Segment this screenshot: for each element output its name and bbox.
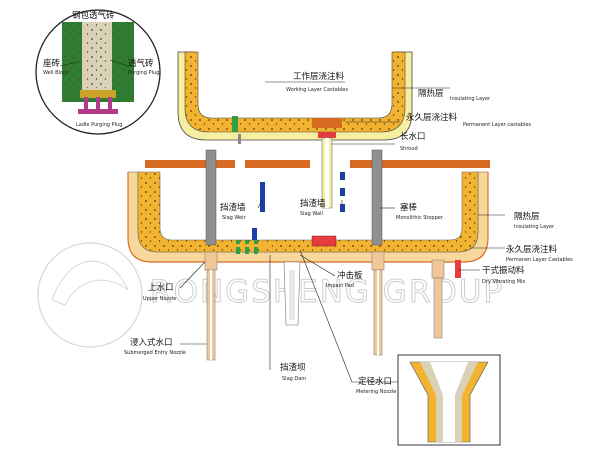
stopper-label: 塞棒 <box>400 202 418 213</box>
impact-pad-label: 冲击板 <box>337 270 363 281</box>
slag-weirs <box>252 172 345 240</box>
upper-nozzle <box>204 251 218 271</box>
stopper-left <box>205 149 217 246</box>
slag-weir-label: 挡渣墙 <box>220 202 246 213</box>
insulating-tundish-en: Insulating Layer <box>514 224 555 230</box>
upper-nozzle-label: 上水口 <box>148 282 174 293</box>
inset-title: 钢包透气砖 <box>72 10 115 21</box>
purging-plug-en: Purging Plug <box>128 70 159 76</box>
impact-pad-en: Impact Pad <box>326 283 354 289</box>
shroud-en: Shroud <box>400 146 418 152</box>
well-block-label: 座砖 <box>43 58 61 69</box>
insulating-ladle-label: 隔热层 <box>418 88 444 99</box>
insulating-tundish-label: 隔热层 <box>514 211 540 222</box>
slag-dam-en: Slag Dam <box>282 376 306 382</box>
slag-weir <box>260 182 265 212</box>
tundish <box>127 160 490 278</box>
metering-nozzle-en: Metering Nozzle <box>356 389 396 395</box>
inset-caption: Ladle Purging Plug <box>76 122 122 128</box>
ladle <box>177 51 413 144</box>
ladle-purging-plug <box>232 116 238 132</box>
slag-weir-en: Slag Weir <box>222 215 247 221</box>
upper-nozzle-en: Upper Nozzle <box>143 296 176 302</box>
well-block-en: Well Block <box>43 70 69 76</box>
labels: 工作层浇注料 Working Layer Castables 隔热层 Insul… <box>124 71 573 395</box>
stoppers <box>205 149 383 246</box>
dry-vibrating-label: 干式振动料 <box>482 265 525 276</box>
inset-purging-plug: 钢包透气砖 座砖 Well Block 透气砖 Purging Plug Lad… <box>35 9 161 135</box>
slag-wall-label: 挡渣墙 <box>300 198 326 209</box>
permanent-tundish-label: 永久层浇注料 <box>506 244 558 255</box>
permanent-ladle-label: 永久层浇注料 <box>406 112 458 123</box>
nozzles <box>204 251 445 361</box>
stopper-right <box>371 149 383 246</box>
metering-nozzle-label: 定径水口 <box>358 376 392 387</box>
slag-wall-en: Slag Wall <box>300 211 323 217</box>
watermark-text: RONGSHENG GROUP <box>150 274 504 310</box>
metering-nozzle-inset <box>397 354 501 446</box>
leader-lines <box>179 81 505 383</box>
sen-label: 浸入式水口 <box>130 337 173 348</box>
working-layer-label: 工作层浇注料 <box>293 71 345 82</box>
shroud <box>321 137 333 209</box>
shroud-label: 长水口 <box>400 131 426 142</box>
insulating-ladle-en: Insulating Layer <box>450 96 491 102</box>
slag-dam-label: 挡渣坝 <box>280 362 306 373</box>
sen-en: Submerged Entry Nozzle <box>124 350 186 356</box>
purging-plug-label: 透气砖 <box>128 58 154 69</box>
permanent-ladle-en: Permanent Layer castables <box>463 122 531 128</box>
slag-wall <box>340 172 345 180</box>
permanent-tundish-en: Permanen Layer Castables <box>506 257 573 263</box>
dry-vibrating-en: Dry Vibrating Mix <box>482 279 525 285</box>
working-layer-en: Working Layer Castables <box>286 87 348 93</box>
stopper-en: Monolithic Stopper <box>396 215 444 221</box>
